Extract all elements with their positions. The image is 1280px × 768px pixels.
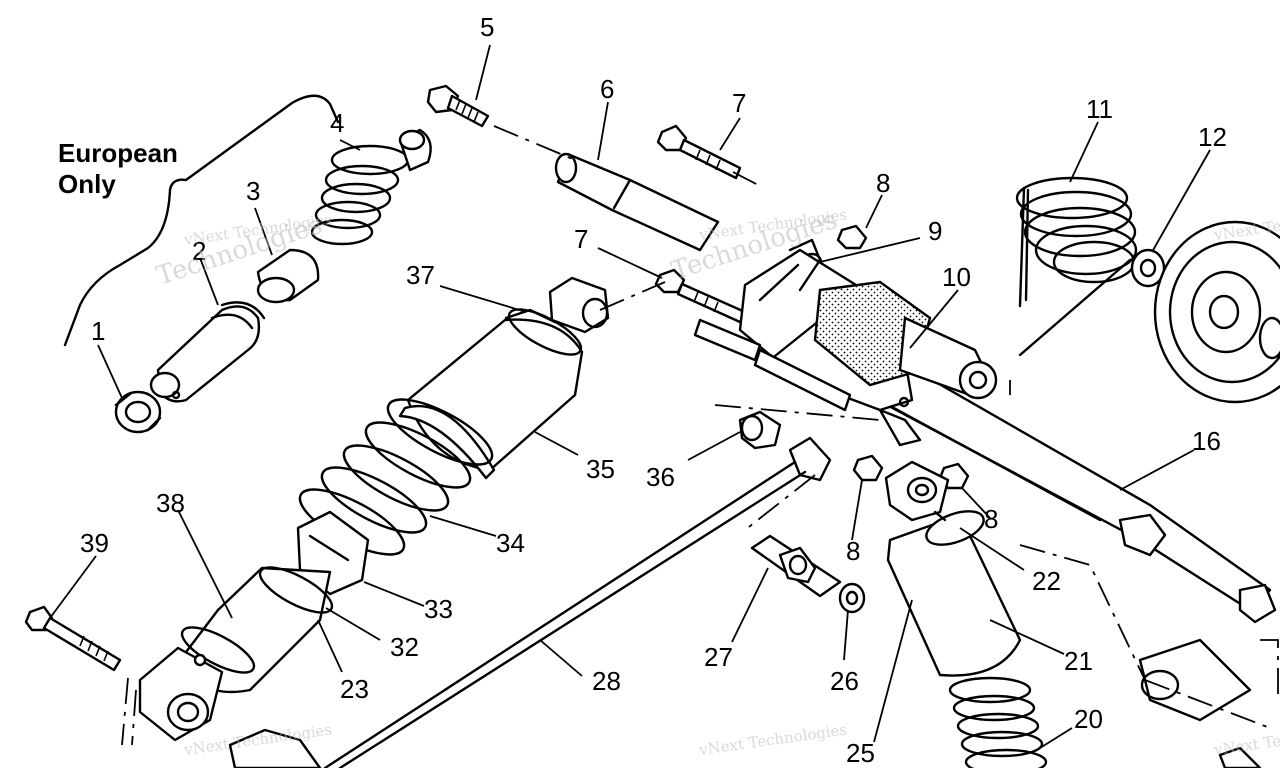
part-4-spring — [310, 128, 432, 246]
callout-22: 22 — [1032, 566, 1061, 596]
part-28-rod — [323, 436, 832, 768]
european-only-note-line1: European — [58, 138, 178, 168]
callout-9: 9 — [928, 216, 942, 246]
part-1-nut — [114, 390, 162, 434]
callout-25: 25 — [846, 738, 875, 768]
part-36-spacer — [738, 410, 782, 450]
callout-38: 38 — [156, 488, 185, 518]
callout-2: 2 — [192, 236, 206, 266]
part-lower-right-assembly — [1138, 638, 1262, 768]
part-26-washer — [838, 582, 866, 614]
part-21-shock-body — [886, 510, 1022, 677]
callout-28: 28 — [592, 666, 621, 696]
callout-8-right: 8 — [984, 504, 998, 534]
callout-7-upper: 7 — [732, 88, 746, 118]
callout-20: 20 — [1074, 704, 1103, 734]
part-34-main-spring — [298, 398, 494, 556]
callout-37: 37 — [406, 260, 435, 290]
svg-text:vNext Technologies: vNext Technologies — [697, 720, 848, 759]
watermark-bottom-right: vNext Technologies — [1212, 720, 1280, 759]
part-35-shock-body — [398, 308, 584, 480]
part-38-eye — [138, 646, 224, 742]
part-11-torsion-spring — [1015, 176, 1138, 357]
callout-11: 11 — [1086, 94, 1113, 124]
callout-3: 3 — [246, 176, 260, 206]
callout-8-middle: 8 — [846, 536, 860, 566]
callout-4: 4 — [330, 108, 344, 138]
callout-36: 36 — [646, 462, 675, 492]
european-only-note-line2: Only — [58, 169, 116, 199]
callout-26: 26 — [830, 666, 859, 696]
callout-1: 1 — [91, 316, 105, 346]
part-2-damper — [149, 301, 266, 403]
part-37-cap — [548, 276, 610, 334]
callout-8-upper: 8 — [876, 168, 890, 198]
leader-lines — [49, 44, 1211, 749]
callout-21: 21 — [1064, 646, 1093, 676]
assembly-lines — [121, 125, 1279, 746]
part-wheel — [1153, 220, 1280, 404]
svg-text:vNext Technologies: vNext Technologies — [1212, 720, 1280, 759]
callout-16: 16 — [1192, 426, 1221, 456]
part-20-spring — [948, 676, 1048, 768]
part-39-bolt — [24, 605, 122, 672]
callout-12: 12 — [1198, 122, 1227, 152]
part-8-nut-upper — [836, 224, 868, 250]
part-6-shaft — [554, 152, 720, 252]
part-22-mount — [884, 460, 950, 522]
callout-32: 32 — [390, 632, 419, 662]
callout-23: 23 — [340, 674, 369, 704]
callout-6: 6 — [600, 74, 614, 104]
callout-10: 10 — [942, 262, 971, 292]
part-27-block — [750, 534, 842, 598]
part-10-bushing — [813, 280, 998, 400]
callout-27: 27 — [704, 642, 733, 672]
watermark-bottom-center: vNext Technologies — [697, 720, 848, 759]
part-5-bolt — [426, 84, 490, 128]
part-3-sleeve — [256, 248, 320, 304]
part-7-bolt-upper — [656, 124, 742, 180]
part-7-bolt-lower — [654, 268, 747, 324]
callout-33: 33 — [424, 594, 453, 624]
callout-39: 39 — [80, 528, 109, 558]
callout-5: 5 — [480, 12, 494, 42]
european-bracket — [63, 94, 340, 347]
part-bottom-left-assembly — [228, 728, 322, 768]
part-8-nut-middle — [852, 454, 884, 482]
callout-35: 35 — [586, 454, 615, 484]
callout-34: 34 — [496, 528, 525, 558]
callout-7-lower: 7 — [574, 224, 588, 254]
